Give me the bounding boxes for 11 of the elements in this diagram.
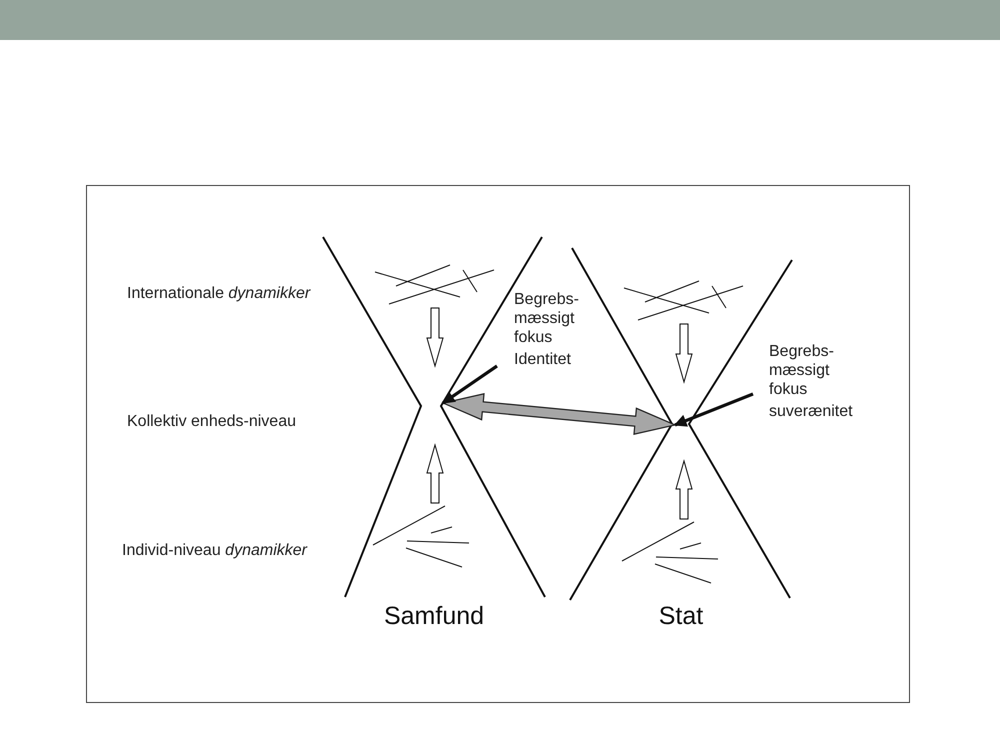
level-label: Individ-niveau dynamikker (122, 541, 307, 560)
concept-label: Begrebs-mæssigt fokus (514, 290, 580, 347)
double-arrow (441, 393, 677, 435)
arrow (442, 364, 498, 404)
focus-term: suverænitet (769, 402, 854, 421)
level-label: Internationale dynamikker (127, 284, 310, 303)
focus-term: Identitet (514, 350, 572, 369)
column-heading: Stat (658, 602, 704, 631)
column-heading: Samfund (382, 602, 486, 631)
arrow (674, 392, 754, 427)
level-label: Kollektiv enheds-niveau (127, 412, 296, 431)
